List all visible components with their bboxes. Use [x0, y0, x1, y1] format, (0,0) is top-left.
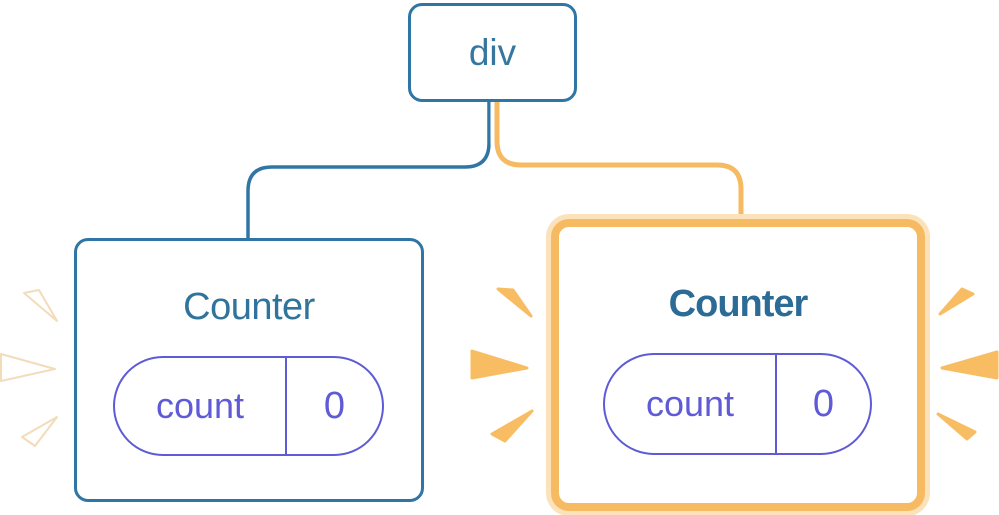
right-counter-sparkles-left	[470, 287, 534, 443]
state-name: count	[605, 355, 777, 453]
state-name: count	[115, 358, 287, 454]
state-value: 0	[812, 382, 835, 425]
state-pill: count 0	[113, 356, 384, 456]
sparkle-icon	[23, 289, 58, 322]
state-pill: count 0	[603, 353, 872, 455]
sparkle-icon	[938, 287, 975, 316]
sparkle-icon	[0, 353, 56, 382]
edge-root-to-right-counter	[494, 101, 744, 228]
sparkle-icon	[936, 412, 977, 441]
sparkle-icon	[940, 350, 999, 380]
counter-card-right-highlighted: Counter count 0	[551, 219, 925, 511]
sparkle-icon	[490, 409, 534, 443]
root-div-node: div	[408, 3, 577, 102]
counter-title: Counter	[183, 286, 315, 328]
sparkle-icon	[21, 416, 58, 447]
counter-title: Counter	[668, 283, 809, 325]
left-counter-sparkles	[0, 289, 58, 447]
sparkle-icon	[470, 349, 529, 380]
right-counter-sparkles-right	[936, 287, 999, 441]
counter-card-left: Counter count 0	[74, 238, 424, 502]
root-div-label: div	[468, 31, 517, 73]
sparkle-icon	[496, 287, 533, 318]
edge-root-to-left-counter	[246, 101, 491, 242]
state-value: 0	[323, 384, 346, 427]
